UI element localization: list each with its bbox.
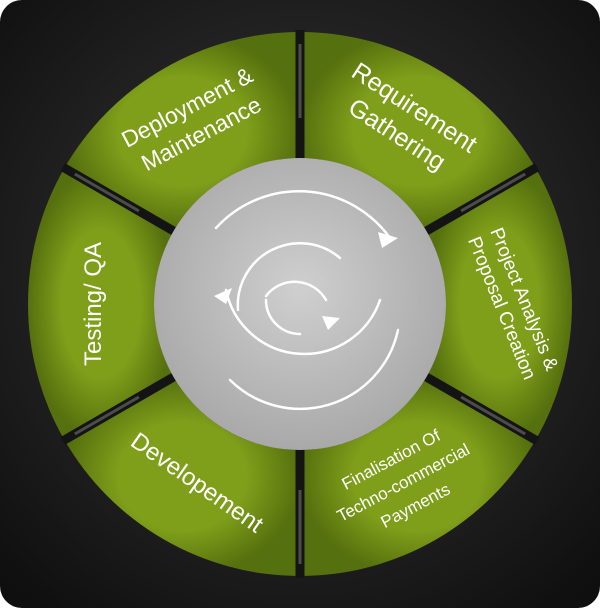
arrow-head-icon [214, 288, 232, 304]
segment-development [64, 377, 300, 576]
segment-label-line: Testing/ QA [80, 242, 107, 366]
segment-deployment [64, 32, 300, 231]
segment-testing [27, 168, 174, 440]
segment-divider-highlight [74, 395, 140, 436]
arrow-head-icon [322, 316, 340, 330]
segment-divider-highlight [460, 395, 526, 436]
segment-divider-highlight [74, 172, 140, 213]
segment-divider-highlight [460, 172, 526, 213]
arrow-head-icon [378, 232, 398, 248]
segment-project-analysis [426, 168, 572, 440]
cycle-spiral-icon [214, 190, 400, 411]
segment-label-testing: Testing/ QA [80, 242, 107, 366]
segment-finalisation [300, 377, 536, 576]
segment-requirement [300, 32, 536, 231]
center-hub [154, 158, 446, 450]
